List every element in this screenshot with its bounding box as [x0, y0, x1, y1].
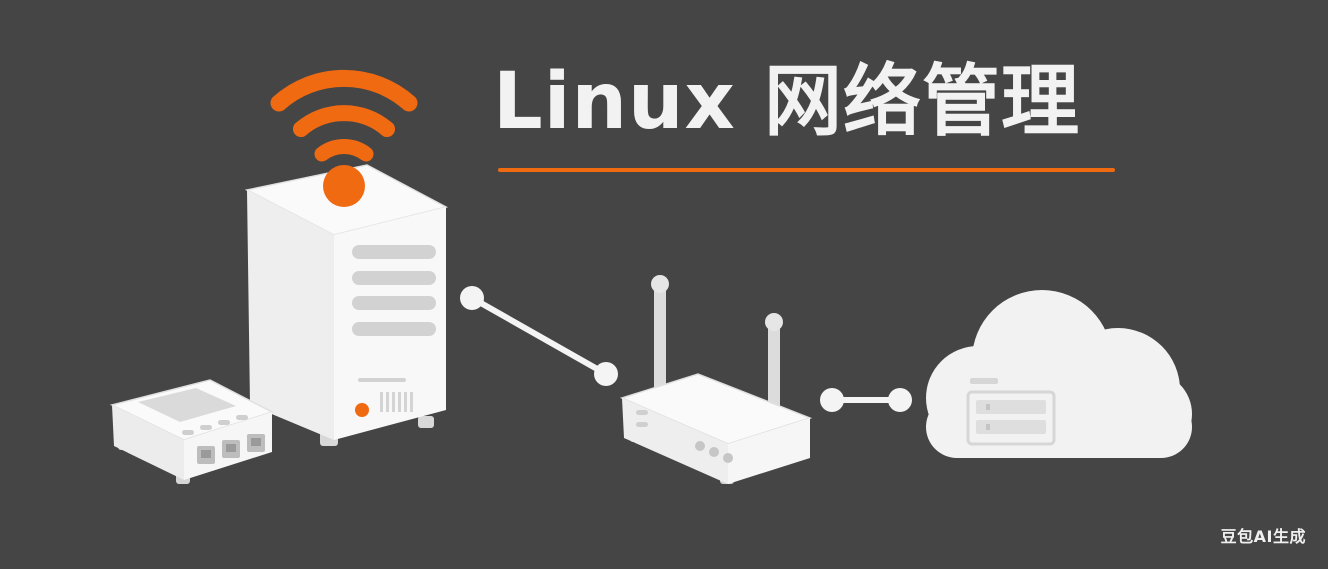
page-title: Linux 网络管理 [493, 57, 1080, 147]
watermark-label: 豆包AI生成 [1220, 527, 1306, 546]
connection-link-icon [460, 286, 618, 386]
cloud-server-icon [926, 290, 1192, 458]
network-switch-icon [109, 379, 274, 484]
connection-link-icon [820, 388, 912, 412]
server-tower-icon [244, 164, 449, 446]
wifi-signal-icon [270, 69, 418, 162]
router-icon [619, 275, 813, 484]
wifi-dot-icon [323, 165, 365, 207]
title-underline [498, 168, 1115, 172]
